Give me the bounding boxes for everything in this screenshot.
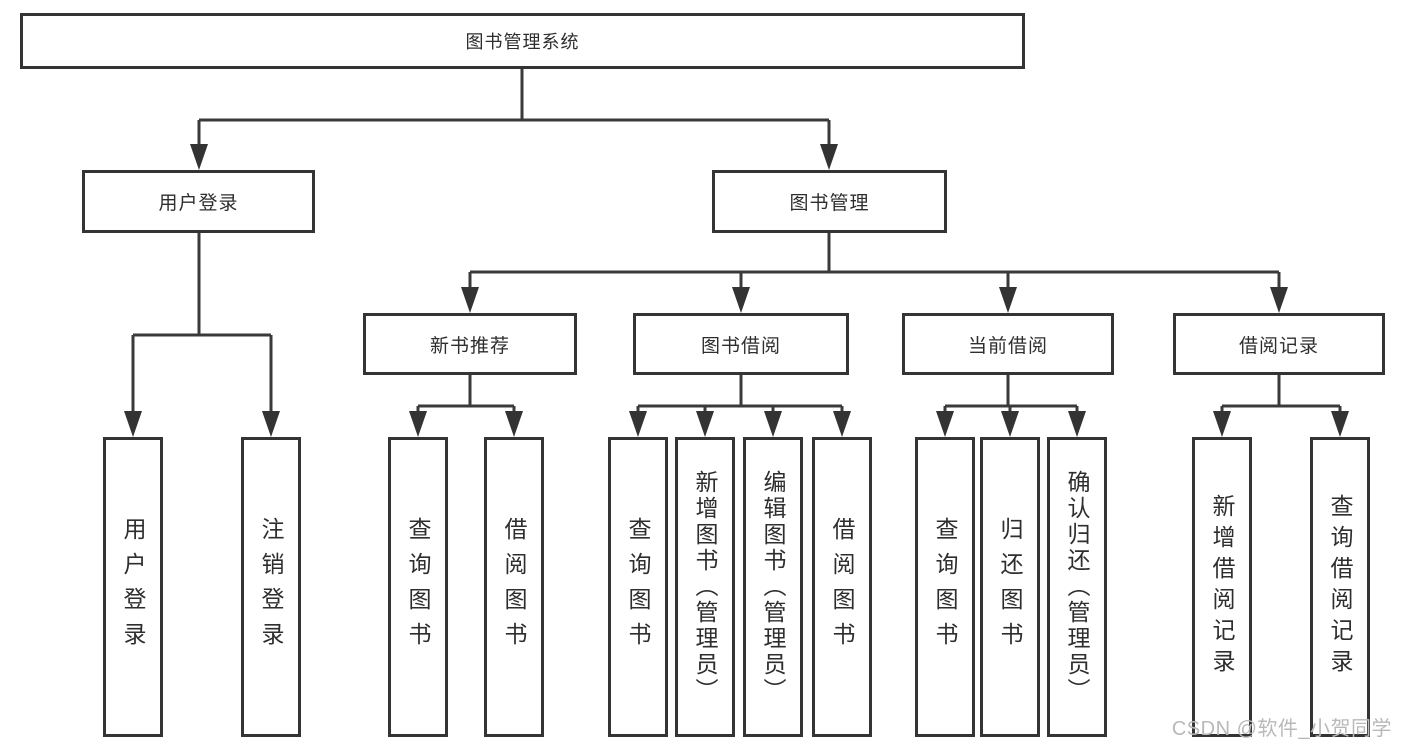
node-label: 图书借阅	[700, 335, 781, 357]
node-leaf-query-borrow-record: 查询借阅记录	[1310, 437, 1370, 737]
node-leaf-user-login: 用户登录	[103, 437, 163, 737]
node-leaf-edit-book-admin: 编辑图书（管理员）	[743, 437, 803, 737]
node-label: 编辑图书（管理员）	[760, 470, 786, 704]
node-label: 查询图书	[405, 517, 431, 657]
node-label: 注销登录	[258, 517, 284, 657]
node-leaf-borrow-books-1: 借阅图书	[484, 437, 544, 737]
node-label: 借阅图书	[829, 517, 855, 657]
watermark: CSDN @软件_小贺同学	[1171, 718, 1392, 740]
node-leaf-add-borrow-record: 新增借阅记录	[1192, 437, 1252, 737]
node-label: 新增图书（管理员）	[692, 470, 718, 704]
arrowhead	[262, 411, 280, 437]
node-label: 查询图书	[932, 517, 958, 657]
connector-new-books-to-leaves	[409, 373, 523, 437]
node-label: 新增借阅记录	[1209, 494, 1235, 680]
arrowhead	[999, 287, 1017, 313]
arrowhead	[1213, 411, 1231, 437]
node-new-books: 新书推荐	[363, 313, 577, 375]
arrowhead	[190, 144, 208, 170]
arrowhead	[409, 411, 427, 437]
arrowhead	[764, 411, 782, 437]
node-leaf-query-books-2: 查询图书	[608, 437, 668, 737]
arrowhead	[629, 411, 647, 437]
arrowhead	[833, 411, 851, 437]
arrowhead	[505, 411, 523, 437]
arrowhead	[936, 411, 954, 437]
arrowhead	[1068, 411, 1086, 437]
node-current-borrow: 当前借阅	[902, 313, 1114, 375]
node-leaf-query-books-1: 查询图书	[388, 437, 448, 737]
connector-user-login-to-leaves	[124, 231, 280, 437]
arrowhead	[1270, 287, 1288, 313]
connector-root-to-level2	[190, 67, 838, 170]
node-label: 借阅图书	[501, 517, 527, 657]
node-leaf-add-book-admin: 新增图书（管理员）	[675, 437, 735, 737]
node-label: 图书管理	[789, 193, 870, 214]
connector-book-borrow-to-leaves	[629, 373, 851, 437]
connector-borrow-records-to-leaves	[1213, 373, 1349, 437]
arrowhead	[461, 287, 479, 313]
node-borrow-records: 借阅记录	[1173, 313, 1385, 375]
node-label: 查询借阅记录	[1327, 494, 1353, 680]
node-book-mgmt: 图书管理	[712, 170, 947, 233]
node-label: 图书管理系统	[465, 32, 580, 52]
connector-book-mgmt-to-level3	[461, 231, 1288, 313]
node-label: 借阅记录	[1238, 335, 1319, 357]
node-leaf-borrow-books-2: 借阅图书	[812, 437, 872, 737]
arrowhead	[1001, 411, 1019, 437]
arrowhead	[124, 411, 142, 437]
connector-current-borrow-to-leaves	[936, 373, 1086, 437]
node-book-borrow: 图书借阅	[633, 313, 849, 375]
node-label: 用户登录	[120, 517, 146, 657]
node-leaf-query-books-3: 查询图书	[915, 437, 975, 737]
node-label: 查询图书	[625, 517, 651, 657]
node-leaf-return-book: 归还图书	[980, 437, 1040, 737]
arrowhead	[732, 287, 750, 313]
node-label: 归还图书	[997, 517, 1023, 657]
node-leaf-confirm-return-admin: 确认归还（管理员）	[1047, 437, 1107, 737]
arrowhead	[696, 411, 714, 437]
node-user-login: 用户登录	[82, 170, 315, 233]
node-root-system: 图书管理系统	[20, 13, 1025, 69]
node-label: 新书推荐	[429, 335, 510, 357]
node-leaf-logout: 注销登录	[241, 437, 301, 737]
arrowhead	[1331, 411, 1349, 437]
arrowhead	[820, 144, 838, 170]
node-label: 当前借阅	[967, 335, 1048, 357]
node-label: 确认归还（管理员）	[1064, 470, 1090, 704]
node-label: 用户登录	[158, 193, 239, 214]
